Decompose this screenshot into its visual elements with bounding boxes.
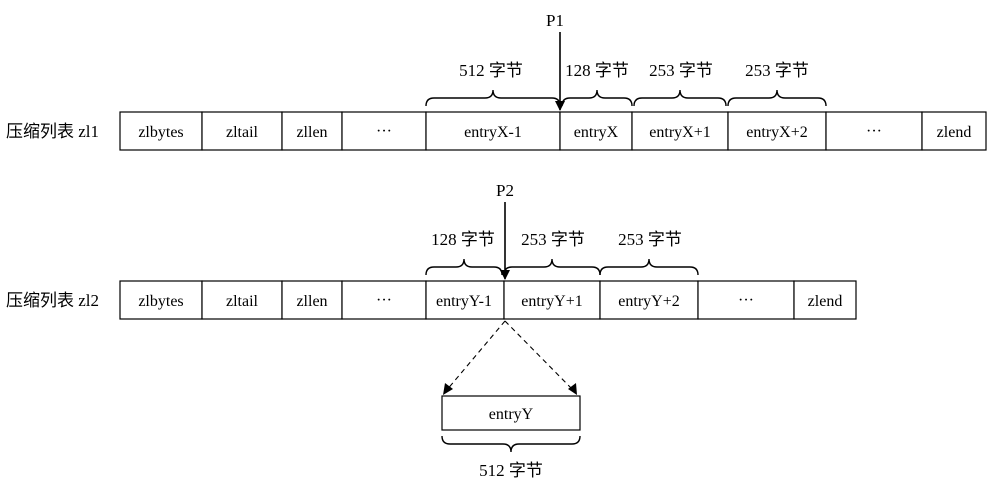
list1-cell-entryX-text: entryX (574, 124, 619, 141)
list1-cell-entryX+2-text: entryX+2 (746, 124, 807, 141)
list1-label: 压缩列表 zl1 (6, 122, 99, 141)
list2-label: 压缩列表 zl2 (6, 291, 99, 310)
list1-cell-entryX (559, 111, 633, 151)
list2-brace-entryY+1 (503, 258, 601, 276)
list1-cell-entryX+1 (631, 111, 729, 151)
list1-cell-ellipsis-2-text: ··· (866, 123, 882, 140)
list2-cell-zlend-text: zlend (808, 293, 843, 310)
list1-cell-zllen (281, 111, 343, 151)
list2-cell-ellipsis-1 (341, 280, 427, 320)
list1-cell-entryX-1 (425, 111, 561, 151)
list2-cell-zllen (281, 280, 343, 320)
list1-cells: zlbytes zltail zllen ··· entryX-1 entryX… (119, 111, 987, 151)
list2-cell-zlbytes (119, 280, 203, 320)
list2-cell-entryY+1 (503, 280, 601, 320)
list2-cell-entryY+1-text: entryY+1 (521, 293, 582, 310)
list1-cell-zllen-text: zllen (296, 124, 327, 141)
list1-cell-zlend-text: zlend (937, 124, 972, 141)
list1-cell-zlend (921, 111, 987, 151)
list2-cell-ellipsis-2 (697, 280, 795, 320)
list1-brace-entryX+2 (727, 89, 827, 107)
list2-cell-ellipsis-2-text: ··· (738, 292, 754, 309)
list2-cell-entryY+2 (599, 280, 699, 320)
list1-cell-ellipsis-1-text: ··· (376, 123, 392, 140)
list2-size-entryY+2: 253 字节 (618, 230, 682, 249)
inserted-entry-size: 512 字节 (479, 461, 543, 480)
list1-size-entryX+2: 253 字节 (745, 61, 809, 80)
inserted-entry-text: entryY (489, 406, 534, 423)
list2-cell-entryY-1 (425, 280, 505, 320)
list1-cell-zlbytes (119, 111, 203, 151)
list2-size-entryY-1: 128 字节 (431, 230, 495, 249)
list2-cell-zltail-text: zltail (226, 293, 259, 310)
list1-cell-entryX+2 (727, 111, 827, 151)
list2-brace-entryY+2 (599, 258, 699, 276)
inserted-entry-brace (441, 435, 581, 453)
list2-cell-zllen-text: zllen (296, 293, 327, 310)
list2-cell-entryY+2-text: entryY+2 (618, 293, 679, 310)
list1-cell-zltail (201, 111, 283, 151)
list1-cell-zlbytes-text: zlbytes (138, 124, 183, 141)
list2-brace-entryY-1 (425, 258, 503, 276)
insert-arrows (443, 320, 577, 395)
list1-brace-entryX+1 (633, 89, 727, 107)
list1-pointer-label: P1 (546, 11, 564, 30)
inserted-entry-box (441, 395, 581, 431)
insert-arrowhead-left (443, 383, 453, 395)
list2-cell-zlend (793, 280, 857, 320)
list1-brace-entryX-1 (425, 89, 561, 107)
insert-arrow-right (504, 320, 575, 392)
list2-cell-ellipsis-1-text: ··· (376, 292, 392, 309)
list2-cell-zlbytes-text: zlbytes (138, 293, 183, 310)
list1-size-entryX: 128 字节 (565, 61, 629, 80)
list1-cell-zltail-text: zltail (226, 124, 259, 141)
list2-cell-entryY-1-text: entryY-1 (436, 293, 492, 310)
insert-arrowhead-right (568, 383, 577, 395)
list1-cell-entryX-1-text: entryX-1 (464, 124, 522, 141)
list1-cell-entryX+1-text: entryX+1 (649, 124, 710, 141)
list1-brace-entryX (561, 89, 633, 107)
insert-arrow-left (445, 320, 506, 392)
list1-cell-ellipsis-2 (825, 111, 923, 151)
list2-size-entryY+1: 253 字节 (521, 230, 585, 249)
list2-cells: zlbytes zltail zllen ··· entryY-1 entryY… (119, 280, 857, 320)
list2-pointer-label: P2 (496, 181, 514, 200)
list1-size-entryX+1: 253 字节 (649, 61, 713, 80)
list1-size-entryX-1: 512 字节 (459, 61, 523, 80)
